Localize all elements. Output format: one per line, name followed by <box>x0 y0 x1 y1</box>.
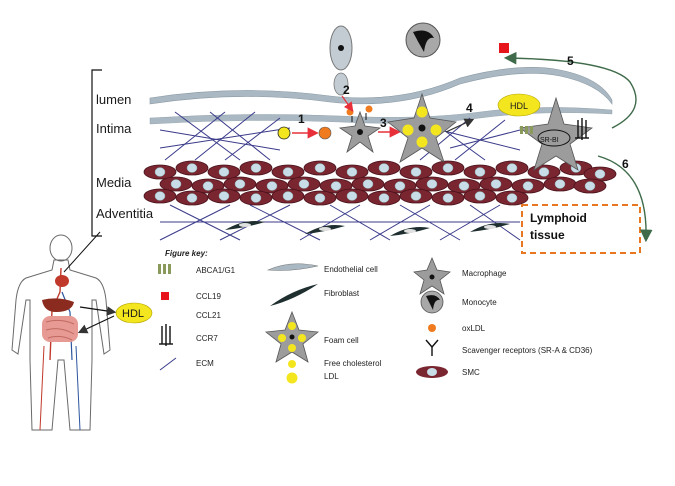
step-2: 2 <box>343 83 350 97</box>
adventitia-ecm <box>159 204 521 241</box>
arrow-5 <box>503 51 637 129</box>
media-smc-layer <box>143 160 617 206</box>
arrow-6 <box>597 155 653 243</box>
human-body-figure <box>11 234 111 431</box>
key-smc-icon <box>416 366 448 378</box>
lymphoid-tissue-box <box>521 204 641 254</box>
key-fibroblast-icon <box>270 284 318 306</box>
key-ccr7: CCR7 <box>196 334 218 343</box>
key-ccl21: CCL21 <box>196 311 221 320</box>
key-endothelial-icon <box>266 263 319 271</box>
key-ecm: ECM <box>196 359 214 368</box>
ldl-particle <box>277 126 291 140</box>
layer-label-intima: Intima <box>96 121 132 136</box>
key-macrophage: Macrophage <box>462 269 507 278</box>
key-monocyte: Monocyte <box>462 298 497 307</box>
layer-label-adventitia: Adventitia <box>96 206 154 221</box>
macrophage-efflux: SR-BI <box>518 96 594 171</box>
monocyte-adhering <box>333 72 349 96</box>
key-scavenger: Scavenger receptors (SR-A & CD36) <box>462 346 593 355</box>
lymphoid-label-1: Lymphoid <box>530 211 587 225</box>
key-ecm-icon <box>159 357 177 371</box>
key-free-chol: Free cholesterol <box>324 359 382 368</box>
key-smc: SMC <box>462 368 480 377</box>
oxldl-particle <box>318 126 332 140</box>
key-oxldl: oxLDL <box>462 324 486 333</box>
step-4: 4 <box>466 101 473 115</box>
heart-icon <box>55 275 69 287</box>
key-fibroblast: Fibroblast <box>324 289 360 298</box>
key-ccr7-icon <box>159 324 173 346</box>
key-ldl-icon <box>286 372 298 384</box>
sr-bi-label: SR-BI <box>540 137 559 144</box>
key-title: Figure key: <box>165 249 208 258</box>
step-3: 3 <box>380 116 387 130</box>
key-monocyte-icon <box>420 290 444 314</box>
step-5: 5 <box>567 54 574 68</box>
key-foam-icon <box>264 310 320 363</box>
key-foam: Foam cell <box>324 336 359 345</box>
key-macrophage-icon <box>413 256 451 295</box>
zoom-connector <box>63 231 101 273</box>
step-1: 1 <box>298 112 305 126</box>
endothelium-layer <box>149 67 613 105</box>
layer-label-media: Media <box>96 175 132 190</box>
fibroblasts <box>225 221 510 236</box>
key-endothelial: Endothelial cell <box>324 265 378 274</box>
foam-cell <box>387 92 457 163</box>
endothelium-lower <box>149 107 613 125</box>
hdl-label: HDL <box>510 101 528 111</box>
scavenger-receptors <box>351 113 367 122</box>
key-ccl19-icon <box>161 292 169 300</box>
layer-label-lumen: lumen <box>96 92 131 107</box>
key-scavenger-icon <box>425 339 439 356</box>
step-6: 6 <box>622 157 629 171</box>
body-hdl-label: HDL <box>122 308 144 320</box>
ccl19-marker <box>499 43 509 53</box>
monocyte-top <box>405 22 441 58</box>
key-oxldl-icon <box>428 324 436 332</box>
key-abca: ABCA1/G1 <box>196 266 236 275</box>
key-abca-icon <box>158 264 171 274</box>
hdl-particle <box>497 93 541 117</box>
key-free-chol-icon <box>288 360 296 368</box>
ecm-fibers <box>159 111 521 161</box>
lymphoid-label-2: tissue <box>530 228 565 242</box>
key-ccl19: CCL19 <box>196 292 221 301</box>
liver-icon <box>42 298 74 312</box>
key-ldl: LDL <box>324 372 339 381</box>
